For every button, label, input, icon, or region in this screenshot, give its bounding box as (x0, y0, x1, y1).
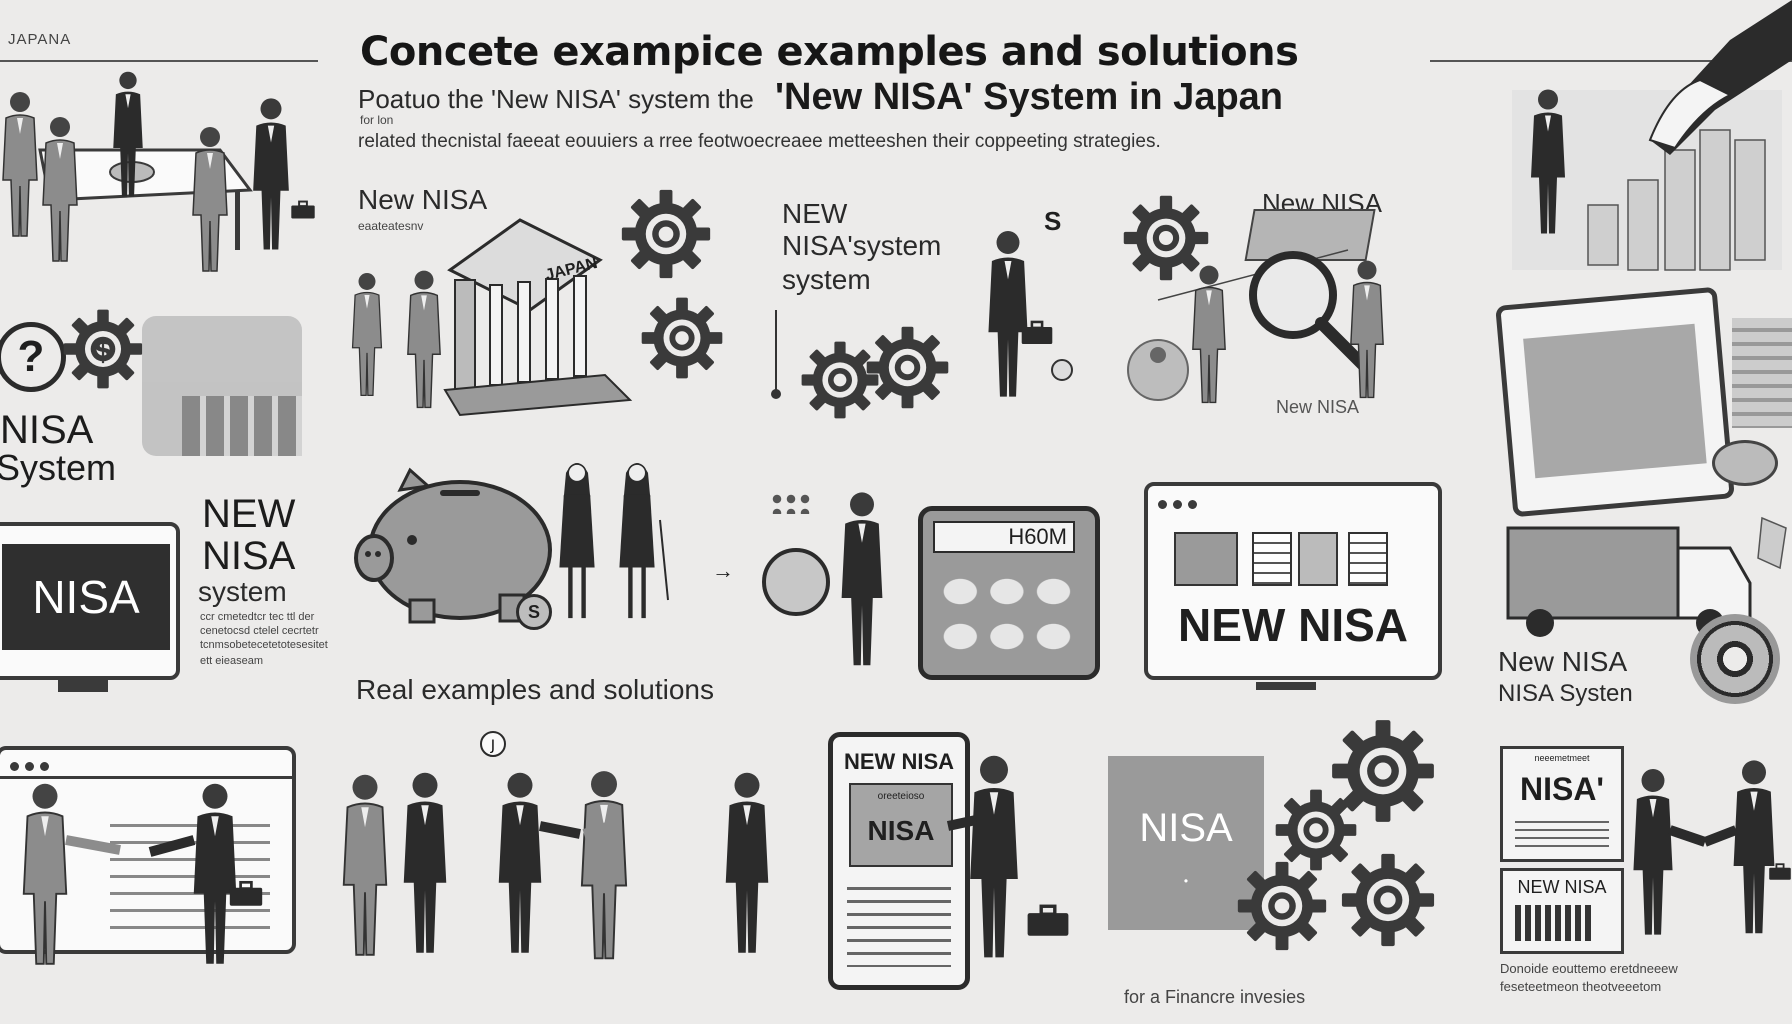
coin-stack-illustration (1500, 0, 1792, 280)
nisa-label: NISA (0, 408, 94, 452)
monitor-label-nisa: NISA (202, 534, 296, 578)
monitor-label-system: system (198, 576, 287, 607)
presenter-person (946, 755, 1018, 958)
coin-flat-icon (1712, 440, 1778, 486)
browser-thumb (1174, 532, 1238, 586)
monitor-label-new: NEW (202, 492, 296, 536)
nisa-card: neeemetmeet NISA' (1500, 746, 1624, 862)
corner-label: JAPANA (8, 31, 72, 48)
system-panel-label-1: NEW (782, 198, 848, 229)
header-divider-left (0, 60, 318, 62)
bank-illustration (350, 210, 730, 430)
subtitle-small-2: for lon (360, 113, 394, 127)
truck-panel-label-1: New NISA (1498, 646, 1628, 677)
gears-panel-nisa: NISA (1139, 806, 1233, 850)
monitor-fine-4: ett eieaseam (200, 655, 263, 667)
blurred-document (142, 316, 302, 456)
subtitle-big: 'New NISA' System in Japan (775, 76, 1284, 118)
nisa-monitor: NISA (0, 522, 180, 680)
browser-title: NEW NISA (1178, 599, 1408, 651)
new-nisa-card: NEW NISA (1500, 868, 1624, 954)
nisa-card-title: NISA' (1519, 771, 1605, 807)
people-row-illustration: J (340, 726, 820, 996)
header-divider-right (1430, 60, 1792, 62)
gears-panel-caption: for a Financre invesies (1124, 987, 1306, 1007)
monitor-stand (58, 678, 108, 692)
system-panel-label-2: NISA'system (782, 230, 942, 261)
monitor-fine-1: ccr cmetedtcr tec ttl der (200, 611, 315, 623)
section-label: Real examples and solutions (356, 674, 714, 705)
monitor-fine-2: cenetocsd ctelel cecrtetr (200, 625, 319, 637)
bank-panel-label: New NISA (358, 184, 488, 215)
chain-icon (770, 492, 814, 514)
nisa-tablet: NEW NISA oreeteioso NISA (828, 732, 970, 990)
coin-stack-icon (1690, 614, 1780, 704)
bottom-right-fine-1: Donoide eouttemo eretdneeew (1500, 961, 1678, 976)
system-label: System (0, 447, 117, 488)
arrow-right-icon: → (712, 558, 734, 583)
dollar-gear-icon: $ (63, 309, 143, 389)
person-calculator (841, 492, 883, 666)
coin-round-icon (762, 548, 830, 616)
gear-icon-2 (641, 297, 723, 379)
system-panel-label-3: system (782, 264, 871, 295)
tablet-inner: NISA (867, 815, 935, 846)
browser-stand (1256, 682, 1316, 690)
truck-panel-label-2: NISA Systen (1498, 680, 1633, 707)
new-nisa-card-title: NEW NISA (1517, 877, 1607, 897)
tablet-inner-box: oreeteioso NISA (849, 783, 953, 867)
tablet-sub: oreeteioso (877, 791, 925, 802)
nisa-card-sub: neeemetmeet (1534, 753, 1590, 763)
handshake-illustration (0, 760, 300, 990)
magnify-panel-label-bottom: New NISA (1276, 397, 1360, 417)
handshake-right-illustration (1620, 730, 1792, 960)
briefcase-icon (1025, 904, 1071, 938)
svg-text:J: J (490, 738, 495, 754)
header-description: related thecnistal faeeat eouuiers a rre… (358, 131, 1161, 152)
gear-icon-lower (1341, 853, 1435, 947)
blurred-stack (1732, 318, 1792, 428)
tablet-right (1495, 286, 1735, 518)
subtitle-small: Poatuo the 'New NISA' system the (358, 84, 754, 114)
gear-icon-small (1237, 861, 1327, 951)
calculator-display: H60M (933, 521, 1075, 553)
page-title: Concete exampice examples and solutions (360, 29, 1299, 75)
nisa-monitor-screen: NISA (2, 544, 170, 650)
calculator-icon: H60M (918, 506, 1100, 680)
browser-window: NEW NISA (1144, 482, 1442, 680)
dollar-icon: S (1044, 206, 1062, 236)
bank-panel-sublabel: eaateatesnv (358, 219, 424, 233)
gear-icon (621, 189, 711, 279)
magnify-illustration (1118, 190, 1428, 430)
meeting-illustration (0, 70, 320, 290)
monitor-fine-3: tcnmsobetecetetotesesitet (200, 639, 328, 651)
tablet-title: NEW NISA (844, 749, 954, 774)
coin-icon: S (516, 594, 552, 630)
question-mark-icon: ? (0, 322, 66, 392)
svg-text:$: $ (93, 333, 112, 366)
calculator-keys (937, 569, 1077, 659)
bottom-right-fine-2: feseteetmeon theotveeetom (1500, 979, 1662, 994)
system-illustration (770, 210, 1090, 430)
